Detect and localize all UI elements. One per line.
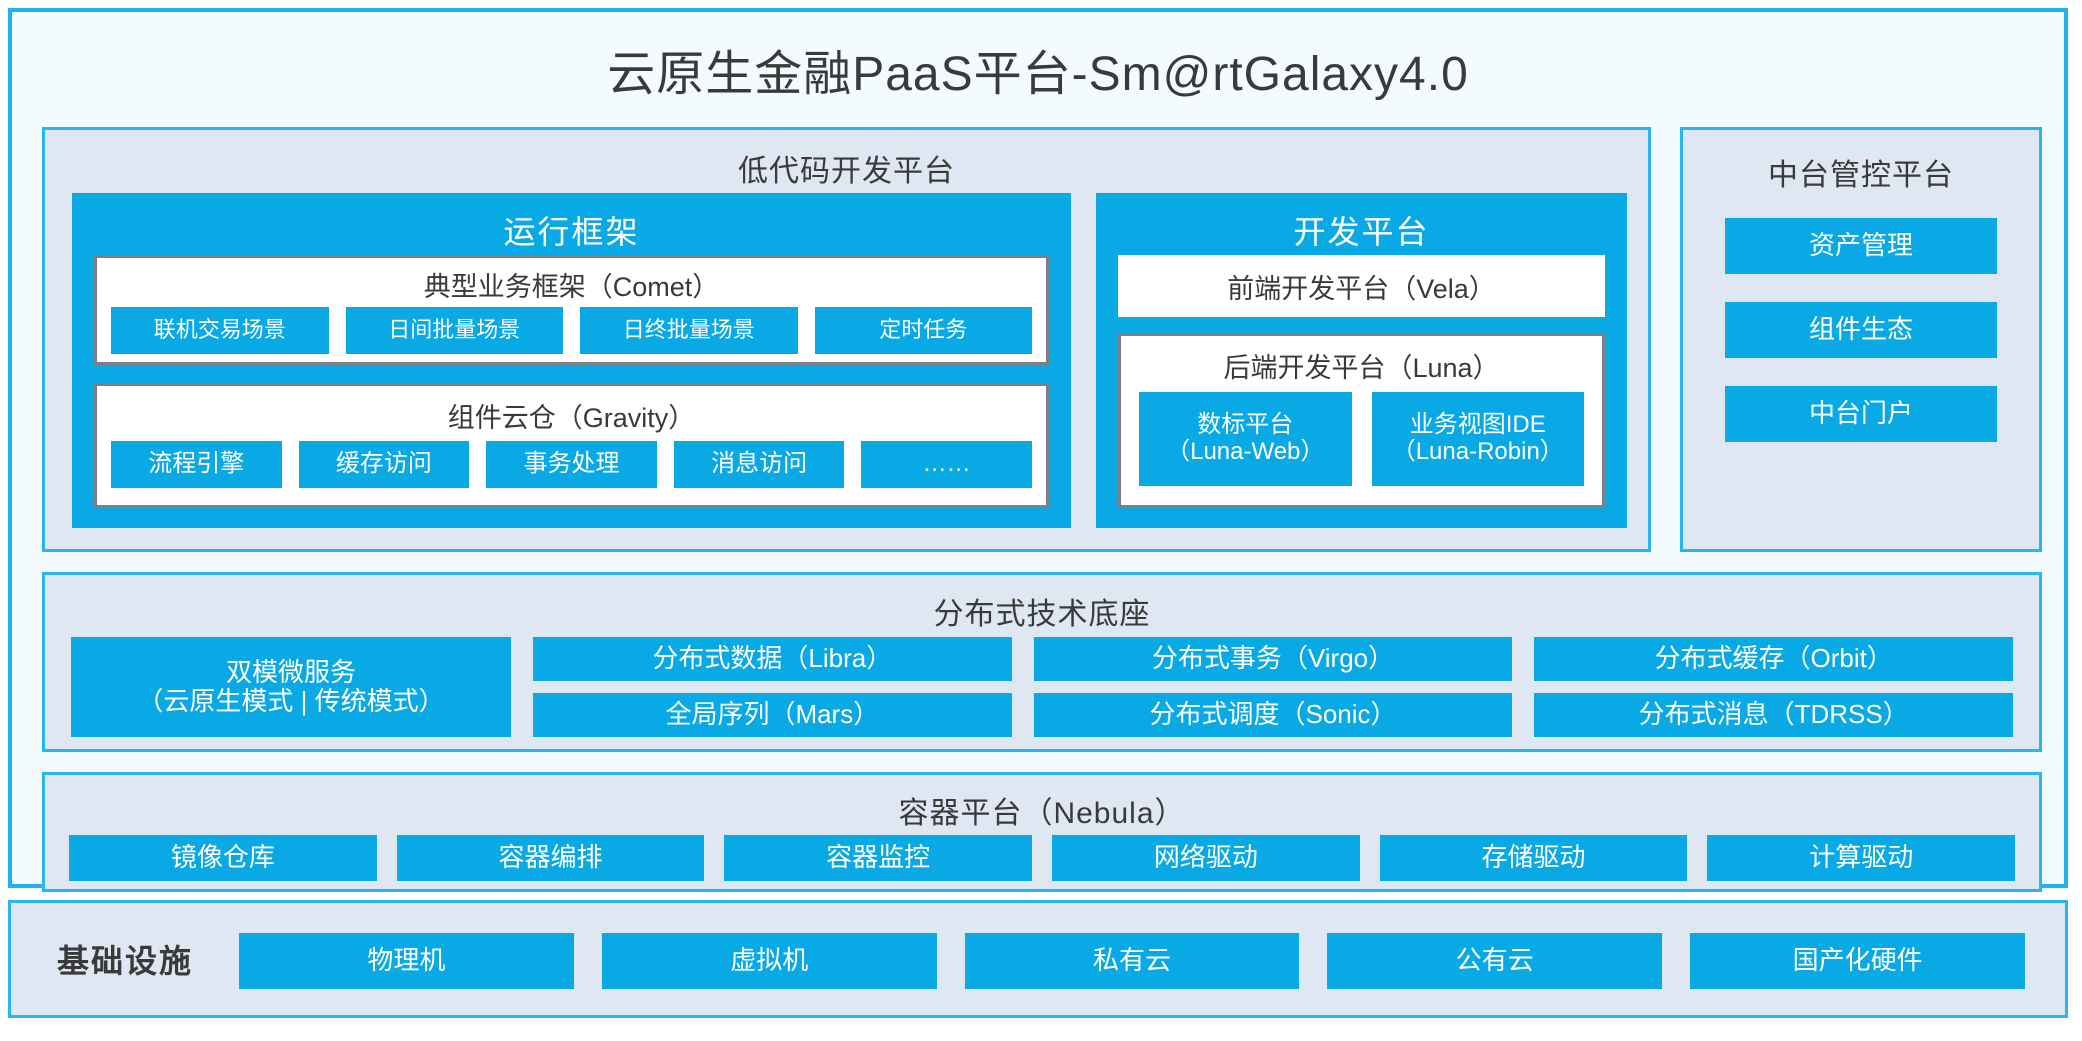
chip-network-driver[interactable]: 网络驱动 bbox=[1052, 835, 1360, 881]
comet-title: 典型业务框架（Comet） bbox=[423, 272, 720, 302]
chip-scheduled-task[interactable]: 定时任务 bbox=[814, 307, 1032, 354]
lowcode-platform-title: 低代码开发平台 bbox=[738, 155, 955, 188]
vela-card[interactable]: 前端开发平台（Vela） bbox=[1118, 255, 1605, 317]
runtime-framework-block: 运行框架 典型业务框架（Comet） 联机交易场景 日间批量场景 日终批量场景 … bbox=[72, 193, 1071, 528]
chip-luna-robin-line2: （Luna-Robin） bbox=[1391, 438, 1564, 465]
chip-cache-access[interactable]: 缓存访问 bbox=[298, 441, 470, 488]
luna-title: 后端开发平台（Luna） bbox=[1223, 353, 1500, 383]
chip-asset-management[interactable]: 资产管理 bbox=[1725, 218, 1997, 274]
chip-message-access[interactable]: 消息访问 bbox=[673, 441, 845, 488]
distributed-base-title: 分布式技术底座 bbox=[933, 598, 1151, 631]
chip-eod-batch[interactable]: 日终批量场景 bbox=[580, 307, 798, 354]
chip-ellipsis[interactable]: …… bbox=[861, 441, 1032, 488]
chip-distributed-scheduling-sonic[interactable]: 分布式调度（Sonic） bbox=[1033, 693, 1513, 737]
infrastructure-chip-row: 物理机 虚拟机 私有云 公有云 国产化硬件 bbox=[239, 933, 2025, 989]
chip-luna-web-line1: 数标平台 bbox=[1197, 411, 1294, 439]
infrastructure-panel: 基础设施 物理机 虚拟机 私有云 公有云 国产化硬件 bbox=[8, 900, 2068, 1018]
chip-domestic-hardware[interactable]: 国产化硬件 bbox=[1690, 933, 2025, 989]
chip-process-engine[interactable]: 流程引擎 bbox=[111, 441, 282, 488]
chip-distributed-message-tdrss[interactable]: 分布式消息（TDRSS） bbox=[1534, 693, 2014, 737]
gravity-title: 组件云仓（Gravity） bbox=[447, 403, 696, 433]
comet-chip-row: 联机交易场景 日间批量场景 日终批量场景 定时任务 bbox=[111, 307, 1032, 354]
runtime-framework-title: 运行框架 bbox=[503, 214, 640, 250]
chip-physical-machine[interactable]: 物理机 bbox=[239, 933, 574, 989]
luna-chip-row: 数标平台 （Luna-Web） 业务视图IDE （Luna-Robin） bbox=[1139, 392, 1584, 486]
distributed-base-panel: 分布式技术底座 双模微服务 （云原生模式 | 传统模式） 分布式数据（Libra… bbox=[42, 572, 2042, 752]
chip-storage-driver[interactable]: 存储驱动 bbox=[1379, 835, 1688, 881]
chip-luna-robin-line1: 业务视图IDE bbox=[1409, 411, 1546, 439]
chip-image-registry[interactable]: 镜像仓库 bbox=[69, 835, 377, 881]
infrastructure-label: 基础设施 bbox=[57, 943, 194, 979]
container-platform-panel: 容器平台（Nebula） 镜像仓库 容器编排 容器监控 网络驱动 存储驱动 计算… bbox=[42, 772, 2042, 892]
chip-private-cloud[interactable]: 私有云 bbox=[964, 933, 1300, 989]
chip-component-ecosystem[interactable]: 组件生态 bbox=[1725, 302, 1997, 358]
vela-title: 前端开发平台（Vela） bbox=[1227, 273, 1496, 304]
chip-transaction-processing[interactable]: 事务处理 bbox=[486, 441, 657, 488]
chip-distributed-data-libra[interactable]: 分布式数据（Libra） bbox=[533, 637, 1012, 681]
chip-online-transaction[interactable]: 联机交易场景 bbox=[111, 307, 329, 354]
distributed-base-body: 双模微服务 （云原生模式 | 传统模式） 分布式数据（Libra） 全局序列（M… bbox=[71, 637, 2014, 737]
chip-distributed-transaction-virgo[interactable]: 分布式事务（Virgo） bbox=[1033, 637, 1513, 681]
chip-global-sequence-mars[interactable]: 全局序列（Mars） bbox=[533, 693, 1012, 737]
midoffice-control-title: 中台管控平台 bbox=[1768, 159, 1954, 192]
chip-distributed-cache-orbit[interactable]: 分布式缓存（Orbit） bbox=[1534, 637, 2014, 681]
chip-container-monitoring[interactable]: 容器监控 bbox=[724, 835, 1033, 881]
chip-luna-web-line2: （Luna-Web） bbox=[1166, 438, 1325, 465]
chip-dual-mode-microservice[interactable]: 双模微服务 （云原生模式 | 传统模式） bbox=[71, 637, 511, 737]
chip-compute-driver[interactable]: 计算驱动 bbox=[1707, 835, 2016, 881]
chip-intraday-batch[interactable]: 日间批量场景 bbox=[345, 307, 563, 354]
platform-outer-frame: 云原生金融PaaS平台-Sm@rtGalaxy4.0 低代码开发平台 运行框架 … bbox=[8, 8, 2068, 892]
distributed-col-1: 分布式数据（Libra） 全局序列（Mars） bbox=[533, 637, 1012, 737]
development-platform-title: 开发平台 bbox=[1293, 214, 1430, 250]
midoffice-chip-column: 资产管理 组件生态 中台门户 bbox=[1725, 218, 1997, 442]
chip-luna-robin[interactable]: 业务视图IDE （Luna-Robin） bbox=[1371, 392, 1584, 486]
chip-midoffice-portal[interactable]: 中台门户 bbox=[1725, 386, 1997, 442]
chip-public-cloud[interactable]: 公有云 bbox=[1327, 933, 1663, 989]
chip-dual-mode-line1: 双模微服务 bbox=[225, 656, 356, 687]
distributed-col-2: 分布式事务（Virgo） 分布式调度（Sonic） bbox=[1033, 637, 1513, 737]
chip-dual-mode-line2: （云原生模式 | 传统模式） bbox=[137, 686, 445, 716]
container-platform-title: 容器平台（Nebula） bbox=[898, 797, 1186, 830]
page-title: 云原生金融PaaS平台-Sm@rtGalaxy4.0 bbox=[607, 48, 1469, 101]
chip-container-orchestration[interactable]: 容器编排 bbox=[396, 835, 705, 881]
container-chip-row: 镜像仓库 容器编排 容器监控 网络驱动 存储驱动 计算驱动 bbox=[69, 835, 2016, 881]
lowcode-platform-panel: 低代码开发平台 运行框架 典型业务框架（Comet） 联机交易场景 日间批量场景… bbox=[42, 127, 1651, 552]
comet-card: 典型业务框架（Comet） 联机交易场景 日间批量场景 日终批量场景 定时任务 bbox=[94, 255, 1049, 365]
gravity-chip-row: 流程引擎 缓存访问 事务处理 消息访问 …… bbox=[111, 441, 1032, 488]
chip-luna-web[interactable]: 数标平台 （Luna-Web） bbox=[1139, 392, 1352, 486]
midoffice-control-panel: 中台管控平台 资产管理 组件生态 中台门户 bbox=[1680, 127, 2042, 552]
gravity-card: 组件云仓（Gravity） 流程引擎 缓存访问 事务处理 消息访问 …… bbox=[94, 383, 1049, 508]
chip-virtual-machine[interactable]: 虚拟机 bbox=[601, 933, 937, 989]
luna-card: 后端开发平台（Luna） 数标平台 （Luna-Web） 业务视图IDE （Lu… bbox=[1118, 333, 1605, 508]
development-platform-block: 开发平台 前端开发平台（Vela） 后端开发平台（Luna） 数标平台 （Lun… bbox=[1096, 193, 1627, 528]
distributed-col-3: 分布式缓存（Orbit） 分布式消息（TDRSS） bbox=[1534, 637, 2014, 737]
